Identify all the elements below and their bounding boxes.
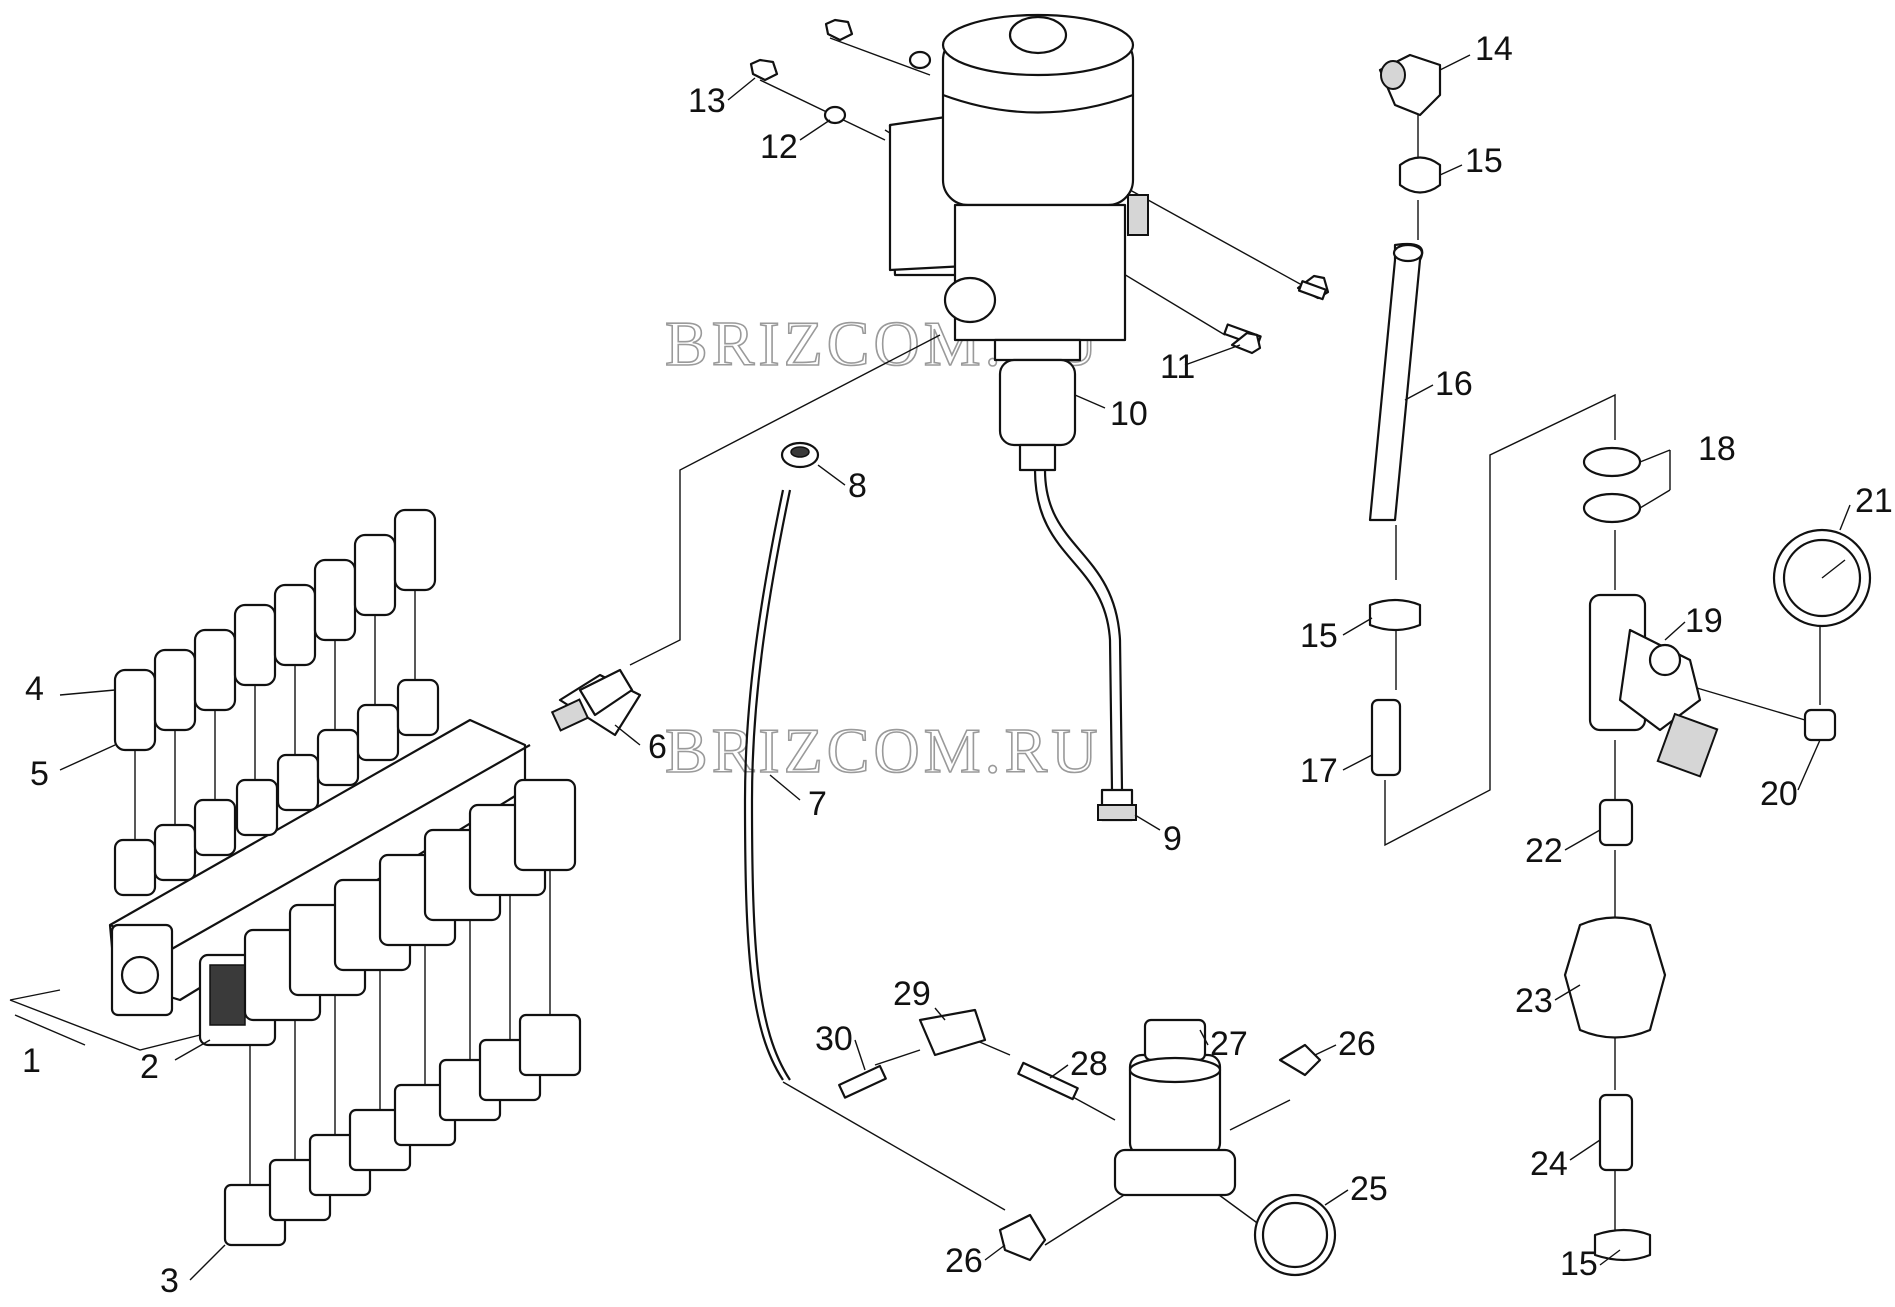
- callout-26a: 26: [1338, 1025, 1376, 1063]
- callout-15c: 15: [1560, 1245, 1598, 1283]
- callout-6: 6: [648, 728, 667, 766]
- callout-labels: 1 2 3 4 5 6 7 8 9 10 11 12 13 14 15 15 1…: [22, 30, 1893, 1300]
- connector-plugs: [223, 1013, 582, 1247]
- callout-22: 22: [1525, 832, 1563, 870]
- callout-23: 23: [1515, 982, 1553, 1020]
- callout-28: 28: [1070, 1045, 1108, 1083]
- hose-column: [1368, 53, 1442, 777]
- solenoid-coils: [198, 778, 577, 1047]
- callout-19: 19: [1685, 602, 1723, 640]
- watermark-middle: BRIZCOM.RU: [665, 715, 1102, 786]
- lower-column: [1563, 798, 1667, 1262]
- callout-25: 25: [1350, 1170, 1388, 1208]
- callout-2: 2: [140, 1048, 159, 1086]
- callout-20: 20: [1760, 775, 1798, 813]
- callout-5: 5: [30, 755, 49, 793]
- grommet-part: [780, 441, 820, 469]
- gauge-parts: [1772, 528, 1872, 742]
- callout-15a: 15: [1465, 142, 1503, 180]
- callout-leaders: [59, 54, 1851, 1281]
- coupler-guides: [134, 590, 416, 840]
- regulator-assembly: [838, 1008, 1337, 1277]
- manifold-nipples: [113, 678, 440, 897]
- callout-14: 14: [1475, 30, 1513, 68]
- callout-15b: 15: [1300, 617, 1338, 655]
- valve-manifold: [108, 508, 582, 1247]
- nut-parts: [1582, 446, 1671, 524]
- callout-16: 16: [1435, 365, 1473, 403]
- callout-26b: 26: [945, 1242, 983, 1280]
- callout-17: 17: [1300, 752, 1338, 790]
- valve-body: [1588, 593, 1719, 778]
- callout-8: 8: [848, 467, 867, 505]
- callout-13: 13: [688, 82, 726, 120]
- callout-9: 9: [1163, 820, 1182, 858]
- tube-part: [743, 489, 785, 1081]
- callout-30: 30: [815, 1020, 853, 1058]
- callout-11: 11: [1160, 348, 1195, 386]
- callout-24: 24: [1530, 1145, 1568, 1183]
- callout-27: 27: [1210, 1025, 1248, 1063]
- couplers: [113, 508, 437, 752]
- callout-3: 3: [160, 1262, 179, 1300]
- callout-1: 1: [22, 1042, 41, 1080]
- callout-18: 18: [1698, 430, 1736, 468]
- callout-29: 29: [893, 975, 931, 1013]
- plug-guides: [249, 870, 551, 1185]
- fitting-part-6: [550, 668, 642, 737]
- screw-parts: [749, 18, 1330, 355]
- callout-10: 10: [1110, 395, 1148, 433]
- filter-housing: [888, 13, 1149, 472]
- callout-12: 12: [760, 128, 798, 166]
- callout-21: 21: [1855, 482, 1893, 520]
- strainer-part: [1097, 788, 1137, 822]
- callout-4: 4: [25, 670, 44, 708]
- callout-7: 7: [808, 785, 827, 823]
